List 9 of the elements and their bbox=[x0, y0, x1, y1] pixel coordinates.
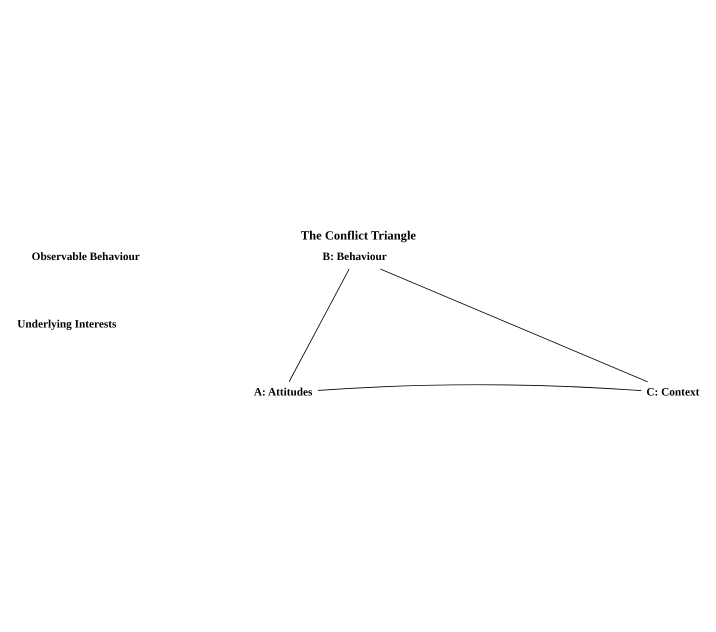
node-text: C: Context bbox=[646, 386, 699, 398]
node-text: A: Attitudes bbox=[253, 386, 312, 398]
node-text: B: Behaviour bbox=[322, 250, 386, 263]
connector bbox=[379, 268, 648, 382]
connector bbox=[317, 384, 642, 392]
connector bbox=[288, 268, 350, 382]
diagram-title: The Conflict Triangle bbox=[300, 228, 416, 242]
label: Observable Behaviour bbox=[31, 250, 140, 263]
label: Underlying Interests bbox=[16, 318, 116, 331]
